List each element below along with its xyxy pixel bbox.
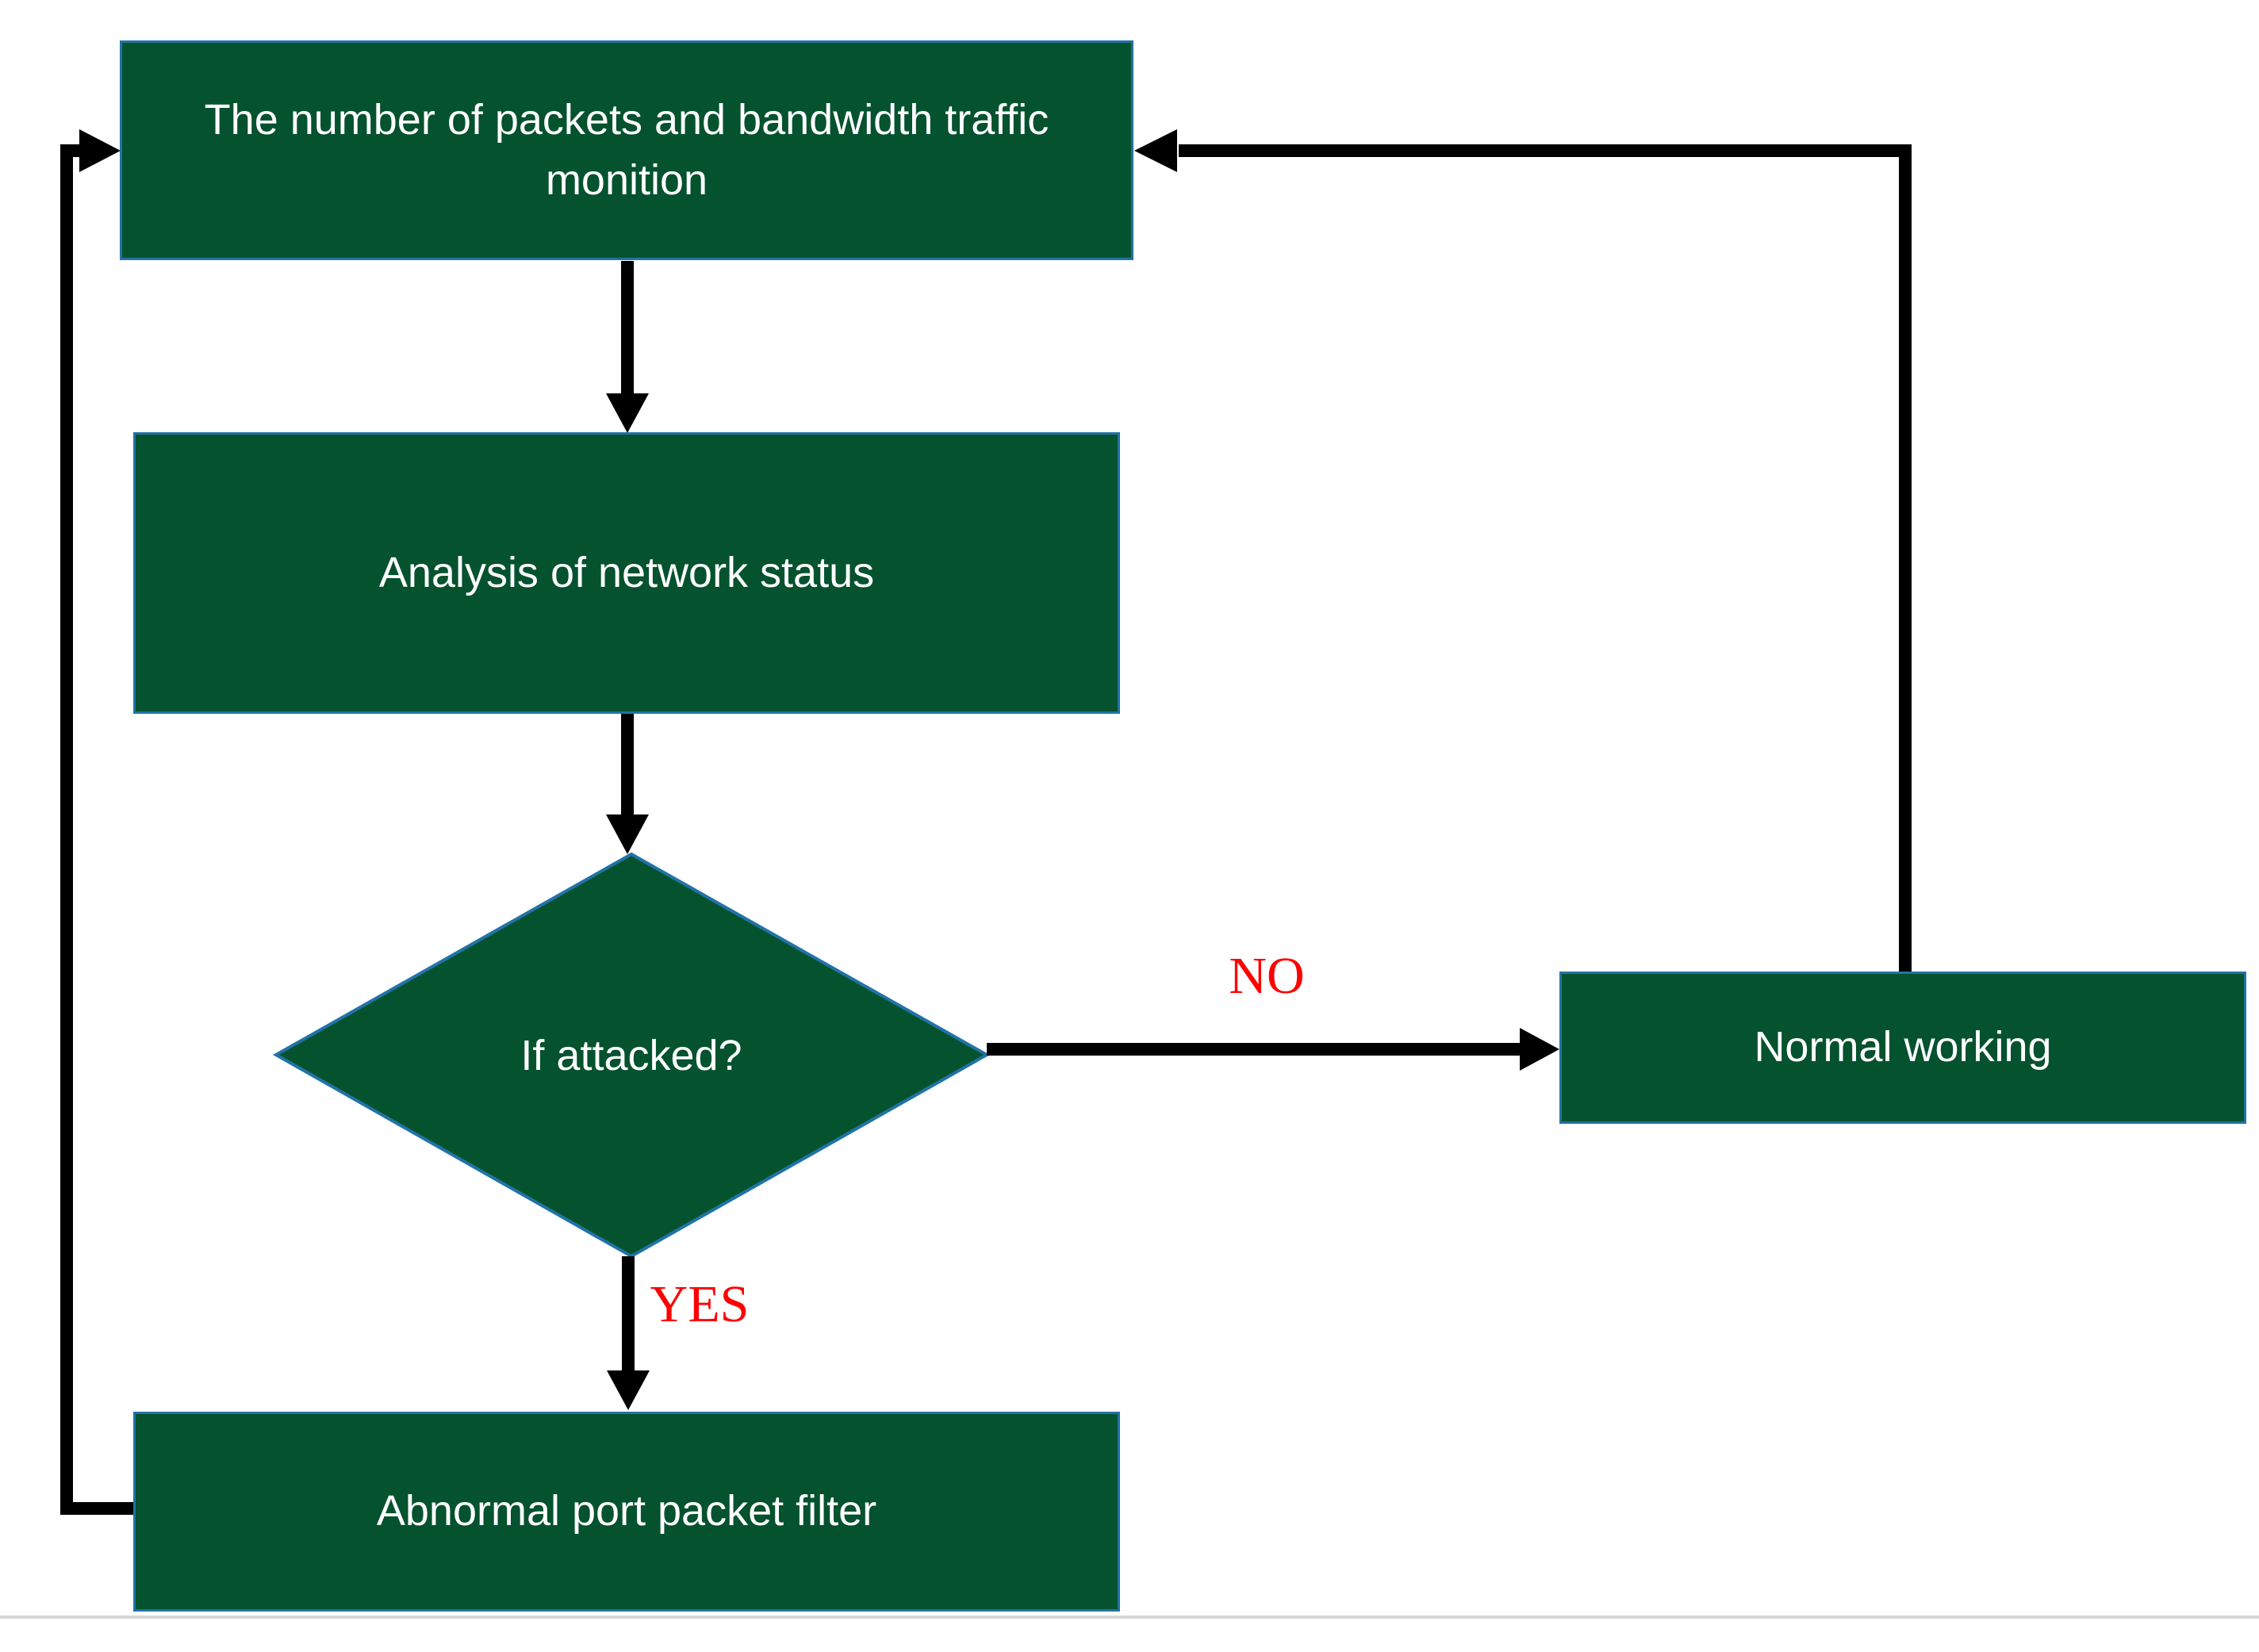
node-normal-working-label: Normal working [1754, 1023, 2052, 1071]
node-traffic-monition-label: The number of packets and bandwidth traf… [204, 95, 1049, 204]
node-if-attacked: If attacked? [276, 854, 987, 1256]
edge-label-yes: YES [650, 1275, 750, 1333]
node-traffic-monition: The number of packets and bandwidth traf… [120, 40, 1133, 260]
node-if-attacked-label: If attacked? [520, 1031, 742, 1079]
arrow-decision-to-normal-head [1520, 1028, 1559, 1071]
arrow-filter-to-monitor-head [79, 129, 121, 172]
page-bottom-divider [0, 1616, 2259, 1619]
node-network-analysis: Analysis of network status [133, 432, 1120, 714]
node-abnormal-filter: Abnormal port packet filter [133, 1412, 1120, 1612]
node-abnormal-filter-label: Abnormal port packet filter [376, 1487, 877, 1535]
arrow-analysis-to-decision-head [606, 815, 649, 854]
arrow-normal-to-monitor-head [1134, 129, 1177, 172]
edge-label-no: NO [1229, 947, 1305, 1005]
arrow-filter-to-monitor-path [60, 144, 133, 1515]
node-network-analysis-label: Analysis of network status [378, 548, 875, 596]
arrow-normal-to-monitor-path [1179, 144, 1912, 972]
node-normal-working: Normal working [1559, 972, 2246, 1124]
arrow-monitor-to-analysis-head [606, 393, 649, 433]
arrow-decision-to-filter-head [607, 1370, 650, 1410]
